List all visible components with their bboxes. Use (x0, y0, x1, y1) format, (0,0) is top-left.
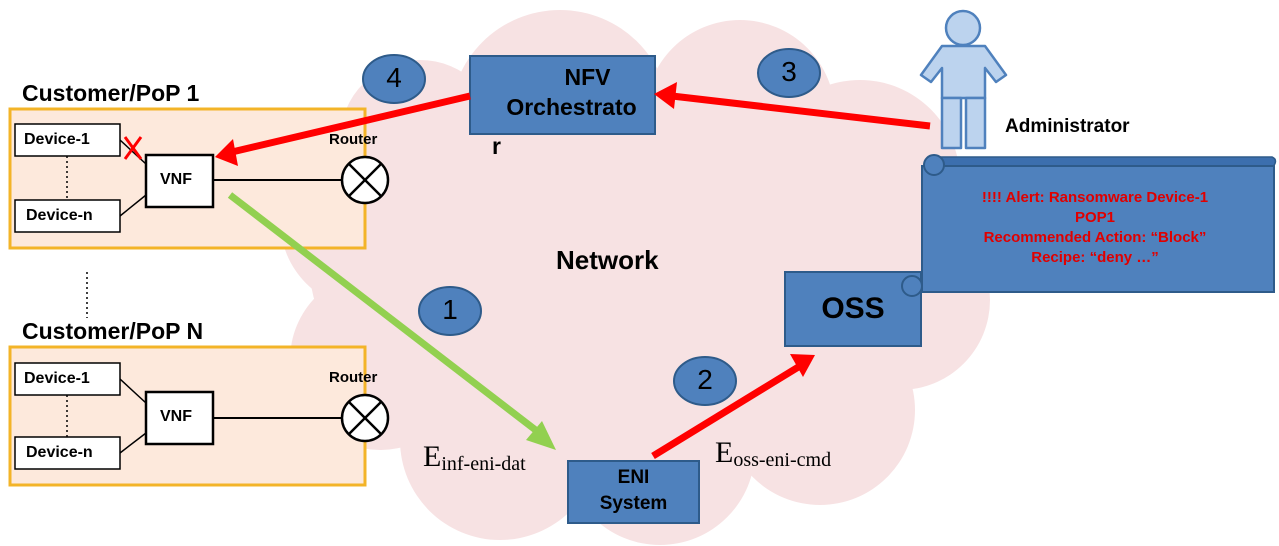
step-4-label: 4 (386, 62, 402, 93)
interface-inf-eni-dat: Einf-eni-dat (423, 440, 526, 476)
popn-vnf-box (144, 390, 215, 446)
eni-label-line1: ENI (617, 467, 650, 488)
pop1-title: Customer/PoP 1 (22, 80, 200, 106)
interface-inf-base: E (423, 440, 442, 473)
pop1-router-icon (340, 155, 390, 205)
popn-router-label: Router (329, 369, 378, 386)
alert-line-2: POP1 (1074, 209, 1116, 226)
interface-inf-sub: inf-eni-dat (441, 453, 526, 475)
arrow-red-vnf-head (215, 139, 238, 166)
popn-device-1-box (14, 362, 121, 396)
popn-link-dn (119, 432, 147, 454)
nfv-label-line3: r (492, 133, 501, 159)
alert-line-1: !!!! Alert: Ransomware Device-1 (981, 189, 1209, 206)
administrator-label: Administrator (1005, 116, 1130, 137)
interface-oss-eni-cmd: Eoss-eni-cmd (715, 436, 831, 472)
arrow-red-nfv-head (654, 82, 677, 109)
step-1-label: 1 (442, 294, 458, 325)
nfv-orchestrator-label: NFV Orchestrato (470, 62, 655, 122)
alert-line-4: Recipe: “deny …” (1031, 249, 1159, 266)
eni-system-box (567, 460, 700, 524)
oss-box (784, 271, 922, 347)
network-label: Network (556, 245, 659, 275)
arrow-red-eni-to-oss (651, 363, 802, 459)
alert-line-3: Recommended Action: “Block” (983, 229, 1207, 246)
step-3-circle (757, 48, 821, 98)
interface-oss-base: E (715, 436, 734, 469)
popn-router-icon (340, 393, 390, 443)
arrow-green-vnf-to-eni (227, 192, 549, 441)
popn-link-d1 (119, 378, 147, 404)
pop1-device-n-label: Device-n (26, 207, 93, 224)
nfv-label-line1: NFV (564, 64, 611, 90)
alert-scroll (901, 154, 1277, 297)
nfv-label-line2: Orchestrato (506, 94, 637, 120)
pop1-vnf-label: VNF (160, 171, 192, 188)
arrow-red-admin-to-nfv (671, 92, 931, 130)
step-2-circle (673, 356, 737, 406)
eni-label-line2: System (599, 493, 668, 514)
pop1-link-dn (119, 194, 147, 217)
popn-device-1-label: Device-1 (24, 370, 90, 387)
popn-title: Customer/PoP N (22, 318, 204, 344)
interface-oss-sub: oss-eni-cmd (733, 449, 832, 471)
pop1-router-label: Router (329, 131, 378, 148)
oss-label: OSS (821, 292, 885, 325)
popn-device-n-box (14, 436, 121, 470)
step-3-label: 3 (781, 56, 797, 87)
nfv-orchestrator-box (469, 55, 656, 135)
step-2-label: 2 (697, 364, 713, 395)
pop1-device-1-label: Device-1 (24, 131, 90, 148)
administrator-icon (919, 9, 1008, 150)
step-4-circle (362, 54, 426, 104)
pop1-vnf-box (144, 153, 215, 209)
pop1-link-d1 (119, 139, 147, 165)
arrow-green-head (526, 421, 556, 450)
popn-device-n-label: Device-n (26, 444, 93, 461)
block-x-icon (123, 136, 143, 160)
alert-message: !!!! Alert: Ransomware Device-1 POP1 Rec… (930, 188, 1260, 268)
eni-system-label: ENI System (568, 465, 699, 517)
arrow-red-oss-head (790, 354, 815, 377)
step-1-circle (418, 286, 482, 336)
popn-vnf-label: VNF (160, 408, 192, 425)
arrow-red-nfv-to-vnf (231, 92, 471, 156)
